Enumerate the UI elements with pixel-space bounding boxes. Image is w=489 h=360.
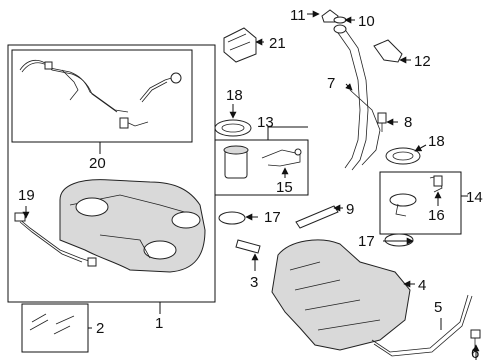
lock-ring-18b xyxy=(385,147,421,165)
callout-9: 9 xyxy=(346,201,354,218)
fuel-tank xyxy=(59,179,206,273)
callout-20: 20 xyxy=(89,155,106,172)
hose-19 xyxy=(14,212,97,267)
callout-5: 5 xyxy=(434,299,442,316)
strap-pads-2 xyxy=(29,313,75,335)
callout-13: 13 xyxy=(257,114,274,131)
callout-1: 1 xyxy=(155,315,163,332)
tank-strap-5 xyxy=(371,294,473,357)
lock-ring-18a xyxy=(214,119,252,137)
heat-shield-4 xyxy=(271,239,411,351)
callout-21: 21 xyxy=(269,35,286,52)
leader-lines xyxy=(22,10,480,360)
callout-7: 7 xyxy=(327,75,335,92)
seal-ring-10 xyxy=(333,16,347,24)
group-20-frame xyxy=(11,49,193,143)
module-21 xyxy=(223,27,257,63)
callout-2: 2 xyxy=(96,320,104,337)
callout-18-top: 18 xyxy=(226,87,243,104)
callout-19: 19 xyxy=(18,187,35,204)
callout-17-left: 17 xyxy=(264,209,281,226)
group-2-frame xyxy=(21,303,89,353)
group-14-frame xyxy=(379,171,462,235)
bolt-8 xyxy=(377,112,387,132)
fuel-line-harness xyxy=(19,59,182,129)
callout-11: 11 xyxy=(290,7,306,24)
seal-17b xyxy=(384,233,414,247)
seal-17a xyxy=(218,211,246,225)
callout-8: 8 xyxy=(404,114,412,131)
group-13-frame xyxy=(214,139,309,196)
filler-neck-12 xyxy=(373,39,403,63)
callout-12: 12 xyxy=(414,53,431,70)
callout-18-right: 18 xyxy=(428,133,445,150)
callout-4: 4 xyxy=(418,277,426,294)
callout-10: 10 xyxy=(358,13,375,30)
callout-15: 15 xyxy=(276,179,293,196)
callout-3: 3 xyxy=(250,274,258,291)
group-1-frame xyxy=(7,44,216,303)
vent-hose-9 xyxy=(295,205,339,229)
filler-pipe-7 xyxy=(333,24,381,171)
sender-unit xyxy=(389,175,443,217)
pad-3 xyxy=(235,239,261,254)
callout-16: 16 xyxy=(428,207,445,224)
callout-14: 14 xyxy=(466,189,483,206)
callout-17-right: 17 xyxy=(358,233,375,250)
callout-6: 6 xyxy=(471,345,479,360)
fuel-pump-module xyxy=(223,145,302,179)
